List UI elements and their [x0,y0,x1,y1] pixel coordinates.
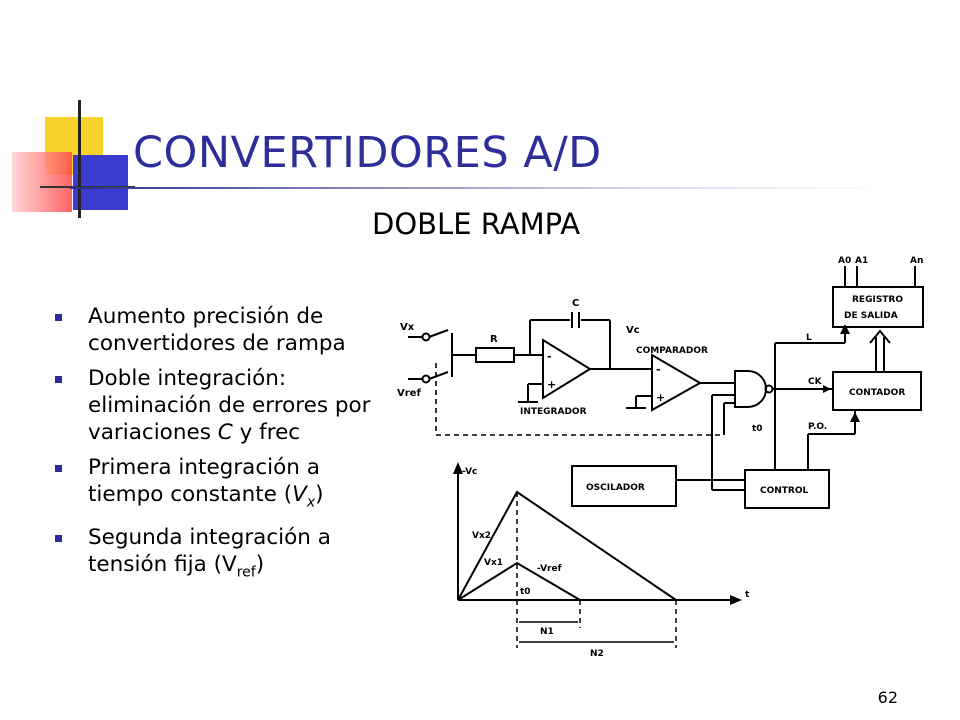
switch-upper [428,329,449,338]
bullet-text: Aumento precisión de convertidores de ra… [88,304,346,356]
label-a1: A1 [855,256,868,266]
logo-decoration [0,95,140,225]
vx-terminal [421,332,431,342]
label-control: CONTROL [760,486,809,496]
page-number: 62 [877,688,898,707]
bullet-item: Doble integración: eliminación de errore… [52,365,372,446]
label-t0-circuit: t0 [752,424,763,434]
label-integrator: INTEGRADOR [520,407,587,417]
logo-vertical-line [78,100,81,218]
switch-control-line [435,363,724,436]
logo-blue-square [73,155,128,210]
label-vref: Vref [397,388,421,399]
bullet-marker [55,535,62,543]
label-neg-vc: -Vc [462,467,477,477]
latch-arrow [840,324,850,334]
label-de-salida: DE SALIDA [844,311,898,321]
label-n2: N2 [590,649,604,659]
label-registro: REGISTRO [852,295,903,305]
switch-lower [428,371,449,380]
bullet-tail: ) [255,552,265,578]
bullet-marker [55,314,62,321]
bullet-item: Primera integración a tiempo constante (… [52,454,372,516]
label-comparator: COMPARADOR [636,346,708,356]
bullet-text: Segunda integración a tensión fija (V [88,525,331,578]
bullet-item: Aumento precisión de convertidores de ra… [52,303,372,357]
logo-red-square [12,152,72,212]
bullet-tail: y frec [232,420,301,445]
label-po: P.O. [808,422,827,432]
ramp-vx1 [457,561,581,601]
timing-x-arrow [730,595,742,605]
output-register-box [832,286,924,328]
comparator-plus: + [656,391,665,404]
clock-arrow [823,385,831,393]
resistor-r [475,347,515,363]
bullet-tail: ) [315,482,324,507]
bullet-text: Primera integración a tiempo constante ( [88,455,320,507]
integrator-minus: - [547,350,552,363]
label-an: An [910,256,923,266]
bullet-subscript: ref [236,564,256,581]
bus-arrowhead [869,329,891,344]
label-resistor: R [490,334,498,345]
label-contador: CONTADOR [849,388,905,398]
bullet-subscript: x [306,494,316,511]
bullet-marker [55,376,62,383]
bullet-item: Segunda integración a tensión fija (Vref… [52,524,372,586]
slide-subtitle: DOBLE RAMPA [372,207,581,241]
bullet-marker [55,465,62,472]
label-vx2: Vx2 [472,531,491,541]
bullet-italic: C [217,420,233,445]
label-capacitor: C [572,298,579,309]
label-neg-vref: -Vref [537,564,562,574]
bullet-italic: V [292,482,307,507]
and-gate-bubble [764,384,774,394]
label-vx: Vx [400,322,415,333]
preset-arrow [850,412,860,422]
label-vx1: Vx1 [484,558,503,568]
label-t-axis: t [745,590,750,600]
bullet-list: Aumento precisión de convertidores de ra… [52,303,372,595]
label-ck: CK [808,377,823,387]
integrator-plus: + [547,378,556,391]
vref-terminal [421,374,431,384]
title-divider [70,187,890,189]
label-a0: A0 [838,256,851,266]
comparator-minus: - [656,363,661,376]
integrator-opamp [542,338,592,400]
ramp-vx2 [457,490,677,601]
and-gate [734,370,767,408]
label-l: L [806,333,812,343]
label-oscilador: OSCILADOR [586,483,645,493]
oscillator-box [571,465,677,507]
label-t0-timing: t0 [520,587,531,597]
label-vc: Vc [626,325,640,336]
timing-y-arrow [453,462,463,474]
bullet-text: Doble integración: eliminación de errore… [88,366,371,445]
slide-title: CONVERTIDORES A/D [133,128,602,178]
label-n1: N1 [540,627,554,637]
comparator-opamp [651,353,703,412]
